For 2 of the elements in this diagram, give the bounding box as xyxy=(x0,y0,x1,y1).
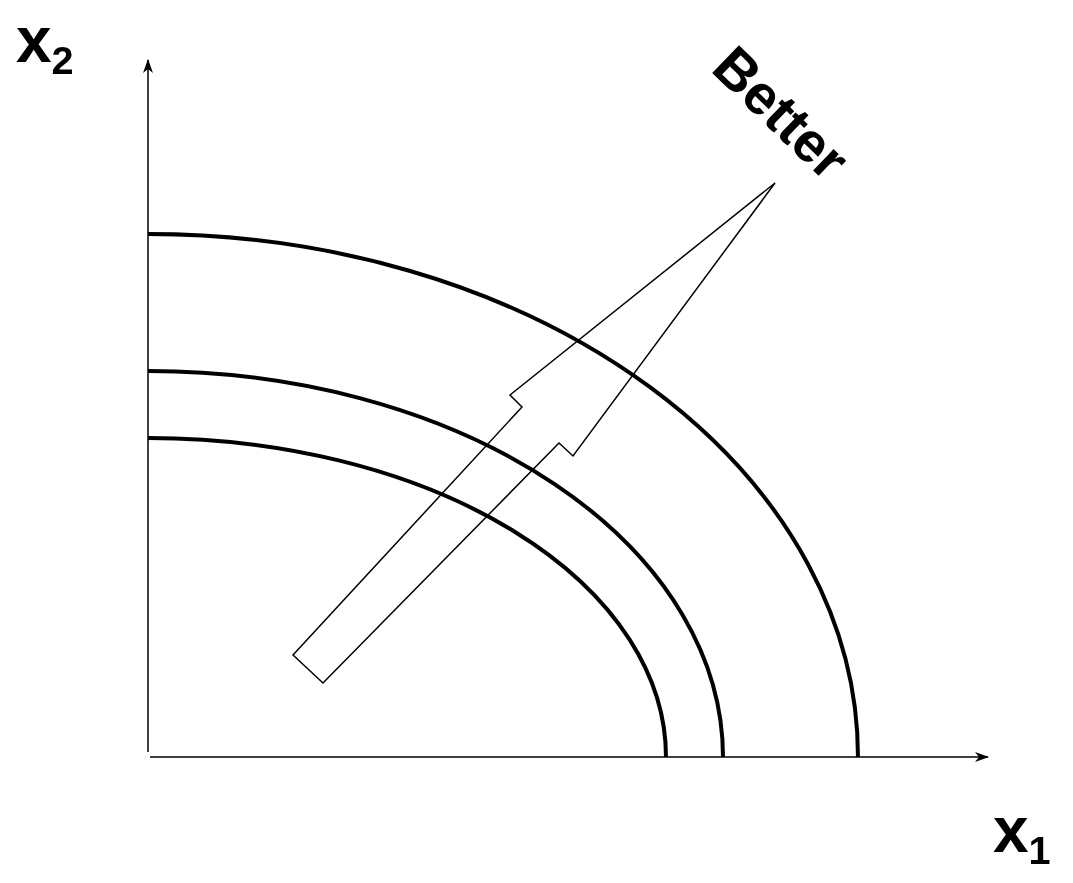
axis-label: x$_{2}$ xyxy=(16,8,74,81)
axis-label: x$_{1}$ xyxy=(993,798,1051,871)
